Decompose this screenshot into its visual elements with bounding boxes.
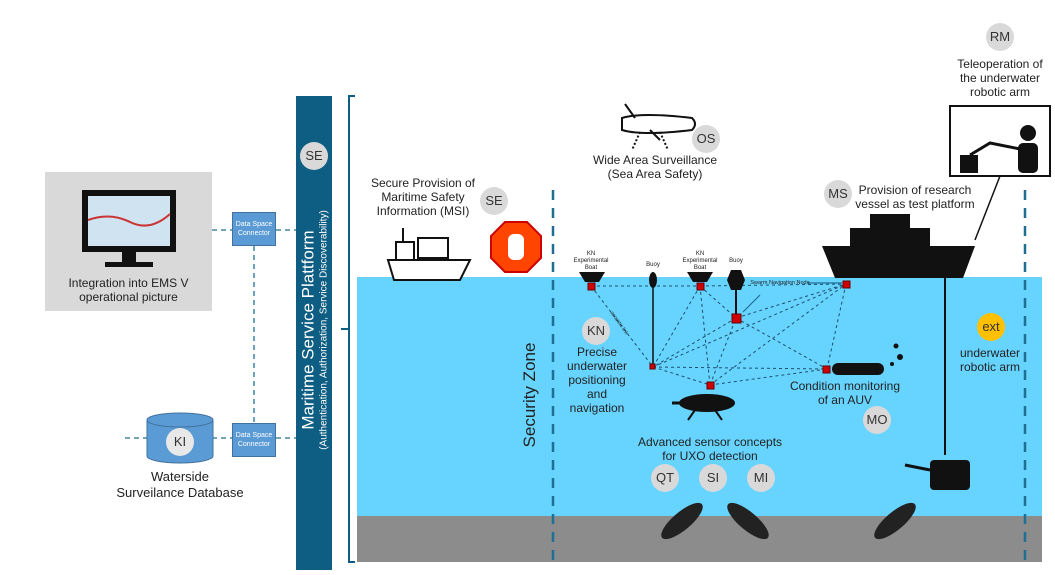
buoy-icon xyxy=(727,270,745,290)
uxo-auv-icon xyxy=(672,394,735,421)
auv-line2: of an AUV xyxy=(817,393,873,407)
nav-nodes xyxy=(587,280,851,390)
uxo-line1: Advanced sensor concepts xyxy=(637,435,783,449)
platform-bar xyxy=(296,96,332,570)
ms-badge: MS xyxy=(824,180,852,208)
swarm-node-label: Swarm Navigation Node xyxy=(750,280,810,286)
arm-line1: underwater xyxy=(959,346,1021,360)
kn-boat-label-1: KN Experimental Boat xyxy=(573,251,609,271)
security-zone-label: Security Zone xyxy=(520,342,539,448)
platform-title: Maritime Service Plattform xyxy=(298,230,318,430)
surveillance-label: Wide Area Surveillance(Sea Area Safety) xyxy=(590,153,720,181)
se-badge-msi: SE xyxy=(480,187,508,215)
se-badge-platform: SE xyxy=(300,142,328,170)
positioning-line: positioning xyxy=(568,373,626,387)
auv-line1: Condition monitoring xyxy=(789,379,901,393)
kn-boat-label-2: KN Experimental Boat xyxy=(682,251,718,271)
teleop-line2: the underwater xyxy=(959,71,1041,85)
monitor-icon xyxy=(82,190,176,267)
kn-badge: KN xyxy=(582,317,610,345)
data-space-connector-bottom[interactable]: Data Space Connector xyxy=(232,423,276,457)
research-vessel-icon xyxy=(822,214,975,455)
positioning-line: navigation xyxy=(569,401,625,415)
platform-subtitle: (Authentication, Authorization, Service … xyxy=(318,210,330,450)
os-badge: OS xyxy=(692,125,720,153)
aircraft-icon xyxy=(621,103,696,151)
ems-line1: Integration into EMS V xyxy=(68,276,189,290)
teleop-line1: Teleoperation of xyxy=(957,57,1043,71)
positioning-line: and xyxy=(586,387,608,401)
qt-badge: QT xyxy=(651,464,679,492)
database-line2: Surveilance Database xyxy=(116,485,244,500)
positioning-line: Precise xyxy=(576,345,617,359)
seabed xyxy=(357,516,1042,562)
teleop-line3: robotic arm xyxy=(969,85,1031,99)
mi-badge: MI xyxy=(747,464,775,492)
ext-badge: ext xyxy=(977,313,1005,341)
database-line1: Waterside xyxy=(150,469,210,484)
kn-boat-icon xyxy=(687,272,713,282)
robotic-arm-icon xyxy=(904,460,970,490)
platform-label: Maritime Service Plattform (Authenticati… xyxy=(299,120,330,540)
data-links xyxy=(125,229,296,439)
uxo-icons xyxy=(661,502,916,540)
surveillance-line2: (Sea Area Safety) xyxy=(607,167,703,181)
buoy-label-1: Buoy xyxy=(646,262,660,268)
si-badge: SI xyxy=(699,464,727,492)
arm-line2: robotic arm xyxy=(959,360,1021,374)
msi-label: Secure Provision of Maritime Safety Info… xyxy=(370,176,476,218)
positioning-line: underwater xyxy=(566,359,628,373)
buoy-label-2: Buoy xyxy=(729,258,743,264)
ki-badge: KI xyxy=(166,428,194,456)
operator-icon xyxy=(960,125,1038,173)
buoy-icon xyxy=(649,272,657,288)
cargo-ship-icon xyxy=(386,228,472,281)
mo-badge: MO xyxy=(863,406,891,434)
surveillance-line1: Wide Area Surveillance xyxy=(592,153,718,167)
research-line1: Provision of research xyxy=(858,183,972,197)
stop-hand-icon xyxy=(490,221,542,273)
research-line2: vessel as test platform xyxy=(855,197,975,211)
bracket xyxy=(341,95,355,563)
data-space-connector-top[interactable]: Data Space Connector xyxy=(232,212,276,246)
acoustic-network xyxy=(590,283,847,386)
kn-boat-icon xyxy=(579,272,605,282)
rm-badge: RM xyxy=(986,23,1014,51)
ems-line2: operational picture xyxy=(79,290,178,304)
uxo-line2: for UXO detection xyxy=(662,449,758,463)
auv-icon xyxy=(832,343,903,375)
